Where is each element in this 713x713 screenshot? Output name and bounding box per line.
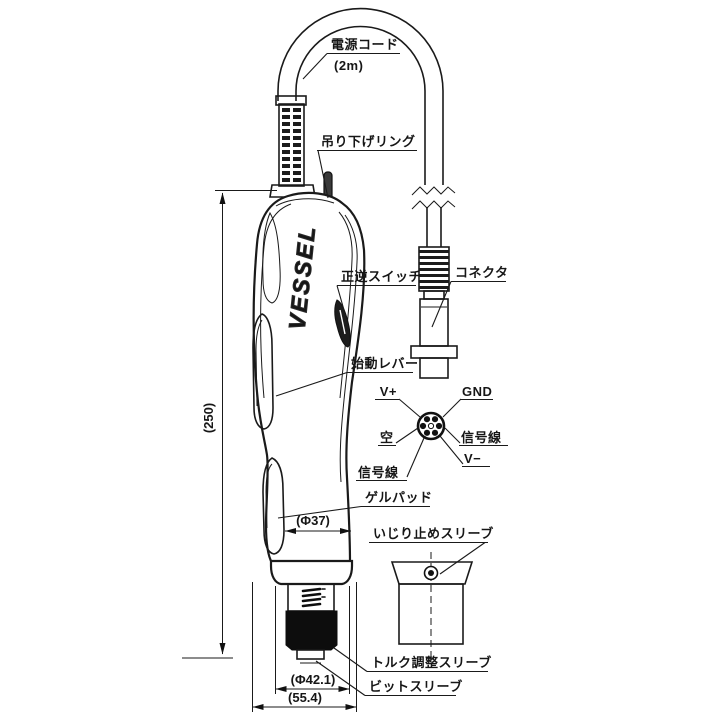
strain-relief-ribs (282, 108, 301, 182)
dim-overall-length-text: (250) (201, 403, 216, 433)
tamper-proof-sleeve-view (390, 552, 474, 658)
gel-pad (262, 457, 285, 555)
label-tamper-proof-sleeve: いじり止めスリーブ (373, 526, 494, 541)
dim-grip-diameter-text: (Φ37) (296, 513, 330, 528)
label-forward-reverse-switch: 正逆スイッチ (341, 269, 422, 284)
label-hanging-ring: 吊り下げリング (321, 134, 416, 149)
pin-label-vplus: V+ (380, 384, 397, 399)
label-power-cord: 電源コード (331, 37, 399, 52)
nose-skirt (269, 559, 354, 586)
label-bit-sleeve: ビットスリーブ (369, 679, 463, 694)
dim-base-width-text: (55.4) (288, 690, 322, 705)
pin-label-vminus: V− (464, 451, 481, 466)
dimension-sleeve-diameter: (Φ42.1) (275, 586, 350, 694)
dimension-base-width: (55.4) (252, 582, 357, 712)
power-cord (277, 7, 456, 247)
pin-label-signal-right: 信号線 (461, 430, 502, 445)
callouts: 電源コード (2m) 吊り下げリング 正逆スイッチ コネクタ 始動レバー ゲルパ… (275, 37, 508, 696)
spring-detail (301, 587, 326, 608)
screwdriver-body: VESSEL (252, 191, 366, 565)
dimension-grip-diameter: (Φ37) (285, 513, 351, 534)
bit-holder (287, 583, 335, 612)
torque-adjust-sleeve (285, 610, 338, 651)
pinout-pins (419, 416, 443, 436)
label-start-lever: 始動レバー (351, 356, 419, 371)
connector-assembly (410, 246, 458, 379)
forward-reverse-switch (334, 299, 351, 348)
pin-label-gnd: GND (462, 384, 492, 399)
pin-label-empty: 空 (380, 430, 394, 445)
start-lever (252, 313, 274, 430)
label-cord-length: (2m) (334, 58, 363, 73)
cord-strain-relief (269, 95, 316, 198)
bit-sleeve (296, 649, 325, 664)
dim-sleeve-diameter-text: (Φ42.1) (291, 672, 336, 687)
dimension-overall-length: (250) (182, 190, 277, 659)
cable-break-icon (411, 186, 456, 210)
pin-label-signal-left: 信号線 (358, 465, 399, 480)
connector-pinout: V+ GND 空 信号線 V− 信号線 (356, 384, 508, 481)
label-torque-adjust-sleeve: トルク調整スリーブ (371, 655, 492, 670)
label-connector: コネクタ (455, 265, 508, 280)
label-gel-pad: ゲルパッド (365, 490, 433, 505)
